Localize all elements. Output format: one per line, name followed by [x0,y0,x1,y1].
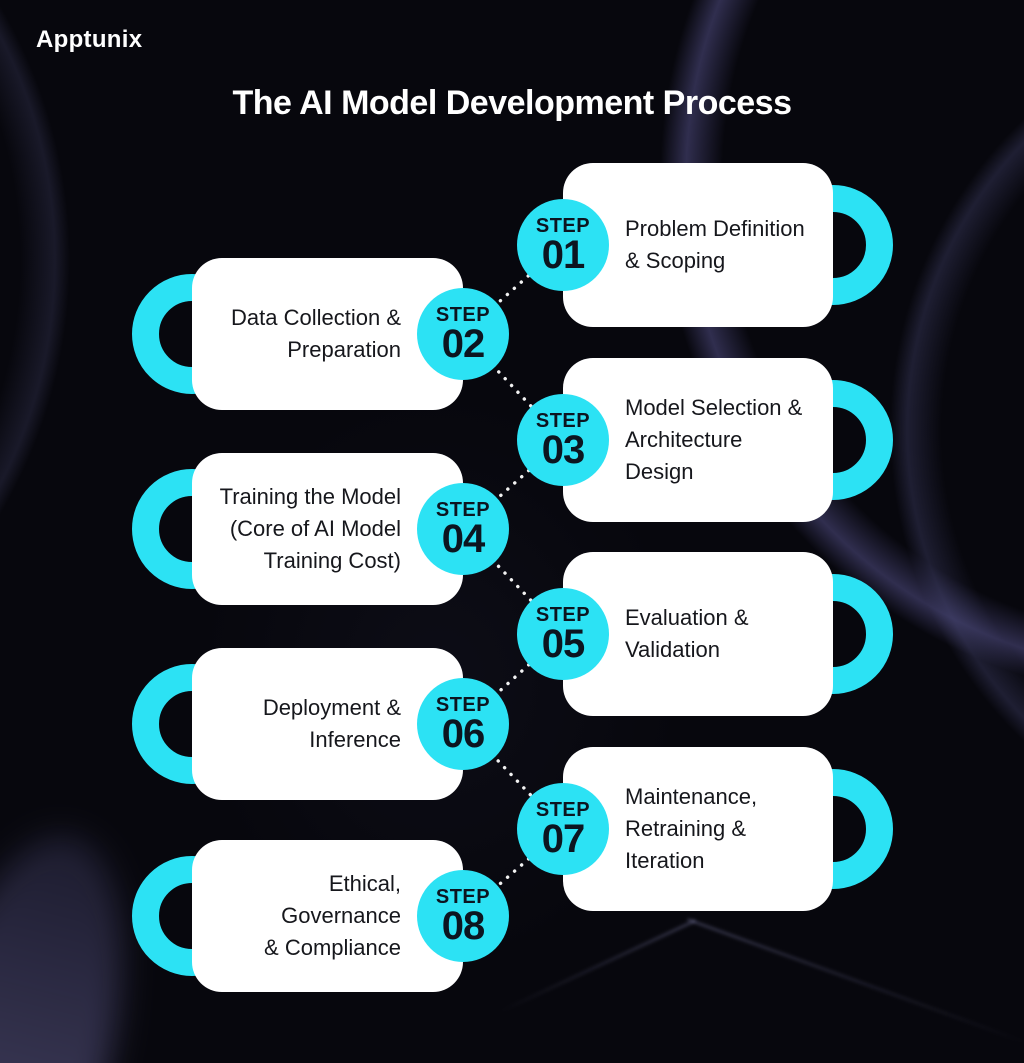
step-description: Model Selection & Architecture Design [625,395,803,484]
step-number-badge: STEP 06 [417,678,509,770]
step-description: Evaluation & Validation [625,605,749,662]
step-number: 06 [441,712,485,756]
step-number: 05 [541,622,585,666]
step-description: Data Collection & Preparation [231,305,401,362]
step-number-badge: STEP 02 [417,288,509,380]
step-number-badge: STEP 08 [417,870,509,962]
step-number: 08 [441,904,485,948]
step-description: Maintenance, Retraining & Iteration [625,784,758,873]
step-number: 03 [541,428,585,472]
step-description: Training the Model (Core of AI Model Tra… [219,484,401,573]
step-description: Problem Definition & Scoping [625,216,805,273]
step-label: STEP [535,215,591,237]
step-number-badge: STEP 04 [417,483,509,575]
step-number: 01 [541,233,585,277]
step-number: 04 [441,517,485,561]
step-number: 07 [541,817,585,861]
step-description: Ethical, Governance & Compliance [264,871,401,960]
step-number-badge: STEP 01 [517,199,609,291]
step-number-badge: STEP 03 [517,394,609,486]
page-title: The AI Model Development Process [232,84,793,122]
apptunix-logo: Apptunix [36,26,143,53]
step-number: 02 [441,322,485,366]
step-description: Deployment & Inference [262,695,401,752]
step-number-badge: STEP 07 [517,783,609,875]
step-number-badge: STEP 05 [517,588,609,680]
